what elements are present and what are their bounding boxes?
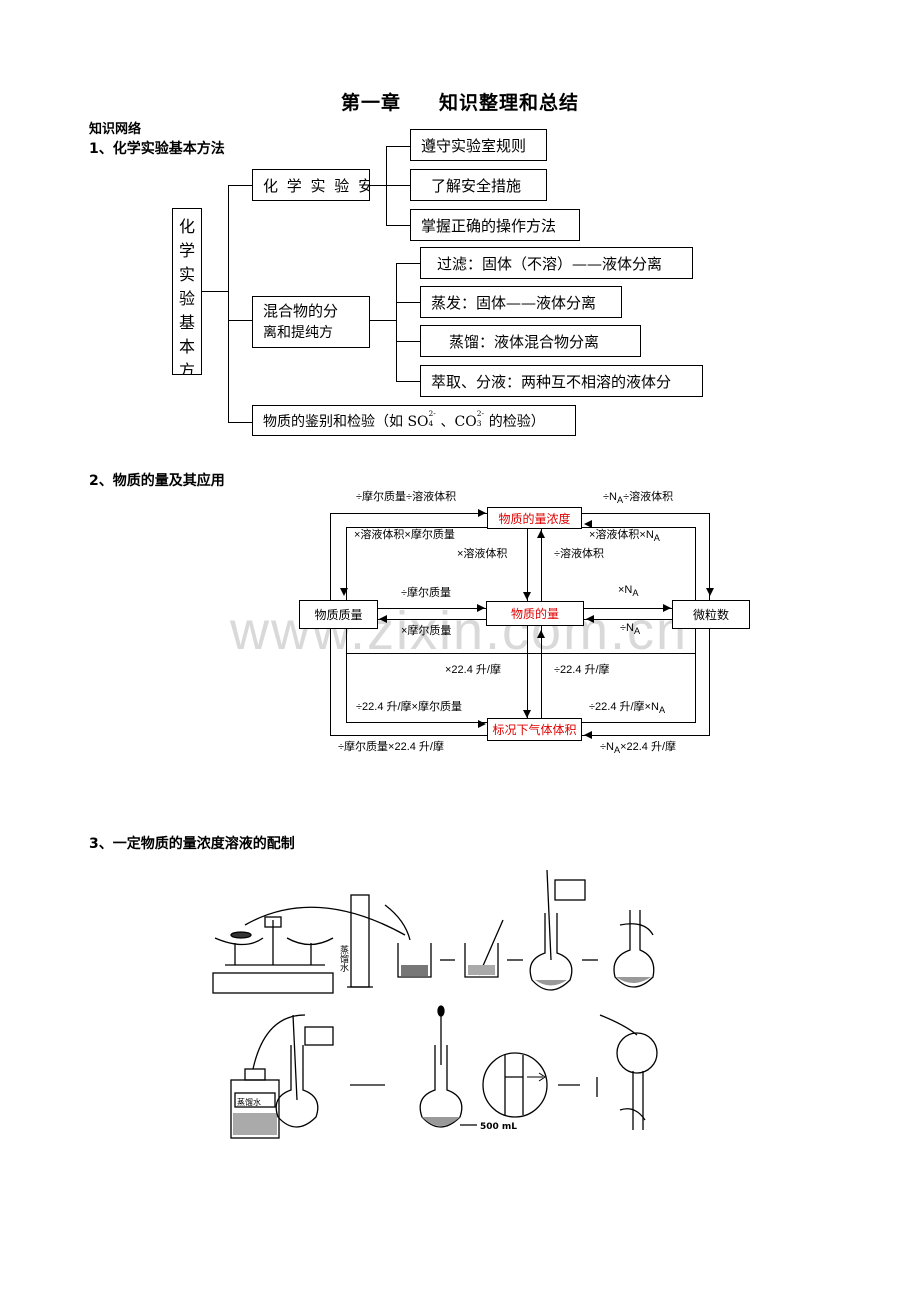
balance-icon — [212, 916, 334, 994]
arrow-icon — [523, 592, 531, 600]
flow-label: ×溶液体积×NA — [589, 529, 660, 544]
safety-item: 遵守实验室规则 — [410, 129, 547, 161]
connector — [228, 185, 252, 186]
flow-label: ÷22.4 升/摩×摩尔质量 — [356, 701, 462, 713]
branch-safety: 化 学 实 验 安 — [252, 169, 370, 201]
flask-in-hand-icon — [613, 910, 655, 988]
graduated-cylinder-icon — [347, 894, 373, 988]
flow-label: ×NA — [618, 584, 639, 599]
arrow-icon — [584, 520, 592, 528]
connector — [370, 320, 396, 321]
flask-dropper-icon — [419, 1005, 477, 1128]
arrow-icon — [663, 604, 671, 612]
branch-test-text: 、CO — [440, 413, 477, 430]
branch-test-text: 的检验） — [488, 413, 545, 430]
flow-label: ×22.4 升/摩 — [445, 664, 501, 676]
separation-item: 萃取、分液：两种互不相溶的液体分 — [420, 365, 703, 397]
arrow-icon — [340, 588, 348, 596]
arrow-icon — [586, 615, 594, 623]
section-3-heading: 3、一定物质的量浓度溶液的配制 — [89, 836, 295, 852]
flow-label: ÷NA — [620, 622, 641, 637]
volumetric-flask-icon — [275, 1014, 334, 1128]
connector — [202, 291, 228, 292]
connector — [386, 185, 410, 186]
flow-label: ÷NA×22.4 升/摩 — [600, 741, 677, 756]
lab-apparatus-illustration: 蒸馏水 蒸馏水 500 mL — [212, 869, 658, 1139]
beaker-stirring-icon — [464, 919, 504, 978]
tree-root-text: 化学实验基本方 — [178, 217, 195, 375]
flow-label: ÷22.4 升/摩 — [554, 664, 610, 676]
inverted-flask-icon — [596, 1014, 658, 1130]
arrow-icon — [478, 720, 486, 728]
connector — [396, 302, 420, 303]
section-1-heading: 1、化学实验基本方法 — [89, 141, 225, 157]
bottle-label: 蒸馏水 — [237, 1097, 261, 1107]
branch-separation-line1: 混合物的分 — [263, 302, 339, 320]
separation-item: 蒸馏：液体混合物分离 — [420, 325, 641, 357]
tree-root: 化学实验基本方 — [172, 208, 202, 375]
superscript: 2- — [476, 408, 485, 418]
meniscus-zoom-icon — [482, 1052, 548, 1118]
arrow-icon — [244, 906, 406, 936]
arrow-icon — [706, 588, 714, 596]
flow-label: ÷溶液体积 — [554, 548, 605, 560]
arrow-icon — [537, 530, 545, 538]
connector — [396, 263, 420, 264]
flow-label: ÷22.4 升/摩×NA — [589, 701, 666, 716]
superscript: 2- — [428, 408, 436, 418]
separation-item: 蒸发：固体——液体分离 — [420, 286, 622, 318]
node-gas-volume: 标况下气体体积 — [487, 718, 582, 741]
flow-label: ÷摩尔质量÷溶液体积 — [356, 491, 457, 503]
branch-separation-line2: 离和提纯方 — [263, 325, 333, 341]
volumetric-flask-icon — [529, 869, 586, 991]
connector — [386, 146, 387, 226]
network-label: 知识网络 — [89, 122, 142, 137]
arrow-icon — [379, 615, 387, 623]
connector — [386, 146, 410, 147]
flask-volume-label: 500 mL — [480, 1122, 517, 1132]
flow-label: ×溶液体积×摩尔质量 — [354, 529, 455, 541]
node-amount: 物质的量 — [486, 601, 584, 626]
branch-separation: 混合物的分 离和提纯方 — [252, 296, 370, 348]
page-title: 第一章知识整理和总结 — [340, 92, 580, 114]
subscript: 3 — [476, 418, 482, 428]
node-concentration: 物质的量浓度 — [487, 507, 582, 529]
flow-label: ÷摩尔质量 — [401, 587, 452, 599]
arrow-icon — [537, 630, 545, 638]
water-label: 蒸馏水 — [338, 944, 349, 972]
connector — [228, 185, 229, 423]
connector — [228, 422, 252, 423]
connector — [396, 341, 420, 342]
wash-bottle-icon — [230, 1014, 306, 1139]
connector — [370, 185, 386, 186]
flow-label: ×摩尔质量 — [401, 625, 452, 637]
flow-label: ÷摩尔质量×22.4 升/摩 — [338, 741, 444, 753]
arrow-icon — [478, 509, 486, 517]
safety-item: 掌握正确的操作方法 — [410, 209, 580, 241]
separation-item: 过滤：固体（不溶）——液体分离 — [420, 247, 693, 279]
arrow-icon — [584, 731, 592, 739]
beaker-icon — [397, 943, 432, 978]
node-mass: 物质质量 — [299, 600, 378, 629]
arrow-icon — [384, 904, 411, 941]
safety-item: 了解安全措施 — [410, 169, 547, 201]
flow-label: ÷NA÷溶液体积 — [603, 491, 674, 506]
branch-test-text: 物质的鉴别和检验（如 SO — [263, 413, 429, 430]
node-particles: 微粒数 — [672, 600, 750, 629]
solution-prep-figure: 蒸馏水 蒸馏水 500 mL — [205, 865, 675, 1150]
connector — [396, 263, 397, 382]
connector — [228, 320, 252, 321]
flow-label: ×溶液体积 — [457, 548, 508, 560]
section-2-heading: 2、物质的量及其应用 — [89, 473, 225, 489]
connector — [396, 381, 420, 382]
subscript: 4 — [428, 418, 434, 428]
connector — [386, 225, 410, 226]
arrow-icon — [523, 710, 531, 718]
arrow-icon — [477, 604, 485, 612]
connector — [346, 653, 696, 654]
